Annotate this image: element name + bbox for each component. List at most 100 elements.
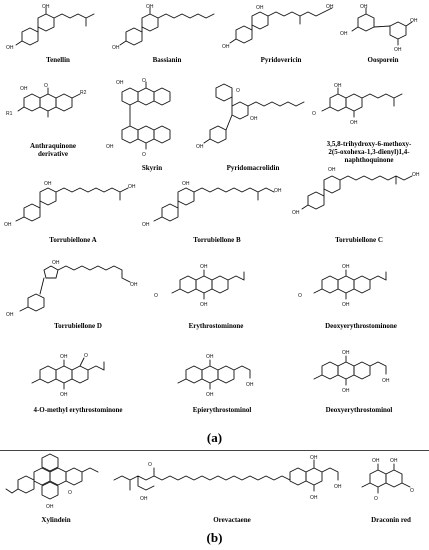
svg-text:OH: OH [182, 181, 190, 187]
structure-pyridomacrolidin: O OH OH [196, 83, 305, 150]
panel-b-label: (b) [206, 530, 223, 545]
svg-text:O: O [142, 78, 146, 84]
caption-xylindein: Xylindein [41, 516, 71, 524]
svg-text:OH: OH [6, 45, 14, 51]
svg-text:OH: OH [196, 144, 204, 150]
caption-torrubiellone-d: Torrubiellone D [54, 322, 102, 330]
svg-text:OH: OH [116, 80, 124, 86]
caption-bassianin: Bassianin [152, 56, 182, 64]
svg-text:O: O [298, 293, 302, 299]
structure-orevactaene: OH O OH OH OH [113, 455, 342, 502]
compound-torrubiellone-b: OH OH OH Torrubiellone B [142, 178, 292, 250]
caption-torrubiellone-a: Torrubiellone A [49, 236, 97, 244]
compound-torrubiellone-a: OH OH OH Torrubiellone A [4, 178, 142, 250]
structure-pyridovericin: OH OH OH [222, 4, 334, 50]
svg-text:OH: OH [52, 260, 60, 266]
panel-a-label: (a) [206, 430, 223, 445]
svg-text:OH: OH [206, 392, 214, 398]
structure-erythrostominone: OH OH O [154, 264, 245, 308]
caption-tenellin: Tenellin [46, 56, 70, 64]
svg-text:O: O [142, 152, 146, 158]
svg-text:OH: OH [106, 144, 114, 150]
structure-torrubiellone-b: OH OH OH [142, 181, 282, 228]
structure-oosporein: OH OH OH OH [340, 4, 418, 53]
svg-text:OH: OH [256, 5, 264, 11]
caption-erythrostominone: Erythrostominone [188, 322, 244, 330]
svg-text:OH: OH [130, 282, 138, 288]
compound-oosporein: OH OH OH OH Oosporein [340, 4, 426, 66]
structure-4-o-methyl-erythrostominone: OH OH O [31, 353, 105, 398]
svg-text:OH: OH [342, 388, 350, 394]
svg-text:OH: OH [360, 4, 368, 10]
svg-text:OH: OH [328, 167, 336, 173]
svg-text:OH: OH [342, 350, 350, 356]
structure-torrubiellone-c: OH OH OH [292, 167, 420, 216]
caption-torrubiellone-c: Torrubiellone C [335, 236, 383, 244]
compound-bassianin: OH OH Bassianin [112, 4, 222, 66]
svg-text:OH: OH [340, 31, 348, 37]
svg-text:OH: OH [250, 116, 258, 122]
svg-text:OH: OH [310, 495, 318, 501]
caption-orevactaene: Orevactaene [213, 516, 251, 524]
svg-text:O: O [312, 111, 316, 117]
svg-text:O: O [148, 462, 152, 468]
structure-torrubiellone-a: OH OH OH [4, 181, 136, 228]
svg-text:OH: OH [60, 392, 68, 398]
compound-orevactaene: OH O OH OH OH Orevactaene [108, 454, 356, 526]
compound-torrubiellone-d: OH OH OH Torrubiellone D [4, 256, 152, 338]
structure-tenellin: OH OH [6, 4, 95, 51]
caption-deoxyerythrostominone: Deoxyerythrostominone [325, 322, 397, 330]
svg-text:OH: OH [342, 302, 350, 308]
caption-epierythrostominol: Epierythrostominol [192, 406, 252, 414]
svg-text:O: O [68, 490, 72, 496]
svg-text:OH: OH [128, 184, 136, 190]
svg-text:OH: OH [206, 354, 214, 360]
structure-anthraquinone-derivative: OH O R2 R1 [6, 83, 87, 118]
svg-text:OH: OH [6, 312, 14, 318]
compound-4-o-methyl-erythrostominone: OH OH O 4-O-methyl erythrostominone [4, 348, 152, 418]
caption-naphthoquinone: 3,5,8-trihydroxy-6-methoxy-2(5-oxohexa-1… [326, 140, 412, 164]
compound-pyridovericin: OH OH OH Pyridovericin [222, 4, 340, 66]
svg-text:O: O [374, 496, 378, 502]
svg-text:OH: OH [410, 18, 418, 24]
svg-text:OH: OH [140, 496, 148, 502]
structure-skyrin: OH O O OH [106, 78, 171, 158]
svg-text:OH: OH [326, 4, 334, 10]
caption-4-o-methyl-erythrostominone: 4-O-methyl erythrostominone [33, 406, 123, 414]
svg-text:O: O [44, 83, 48, 89]
compound-naphthoquinone: OH OH O 3,5,8-trihydroxy-6-methoxy-2(5-o… [312, 80, 426, 172]
svg-text:OH: OH [382, 378, 390, 384]
svg-text:OH: OH [342, 264, 350, 270]
structure-bassianin: OH OH [112, 4, 215, 51]
compound-draconin-red: OH OH O O Draconin red [356, 454, 426, 526]
svg-text:OH: OH [390, 458, 398, 464]
svg-text:OH: OH [246, 382, 254, 388]
caption-pyridomacrolidin: Pyridomacrolidin [226, 164, 280, 172]
structure-epierythrostominol: OH OH OH [177, 354, 254, 398]
svg-text:OH: OH [4, 222, 12, 228]
svg-text:OH: OH [146, 4, 154, 10]
compound-torrubiellone-c: OH OH OH Torrubiellone C [292, 164, 426, 250]
svg-text:R1: R1 [6, 111, 13, 117]
svg-text:OH: OH [46, 504, 54, 510]
svg-text:OH: OH [292, 210, 300, 216]
compound-deoxyerythrostominone: OH OH O Deoxyerythrostominone [296, 258, 426, 338]
svg-text:O: O [236, 88, 240, 94]
structure-xylindein: OH O [5, 453, 99, 510]
svg-text:OH: OH [44, 181, 52, 187]
svg-text:OH: OH [42, 4, 50, 10]
svg-text:O: O [154, 293, 158, 299]
compound-pyridomacrolidin: O OH OH Pyridomacrolidin [196, 80, 310, 172]
structure-naphthoquinone: OH OH O [312, 83, 403, 126]
compound-tenellin: OH OH Tenellin [4, 4, 112, 66]
structure-deoxyerythrostominone: OH OH O [298, 264, 387, 308]
svg-text:OH: OH [60, 354, 68, 360]
structure-draconin-red: OH OH O O [361, 458, 414, 502]
svg-text:OH: OH [310, 455, 318, 461]
structure-deoxyerythrostominol: OH OH OH [313, 350, 390, 394]
compound-xylindein: OH O Xylindein [4, 452, 108, 526]
svg-text:OH: OH [350, 120, 358, 126]
svg-text:OH: OH [20, 86, 28, 92]
svg-text:O: O [84, 353, 88, 359]
